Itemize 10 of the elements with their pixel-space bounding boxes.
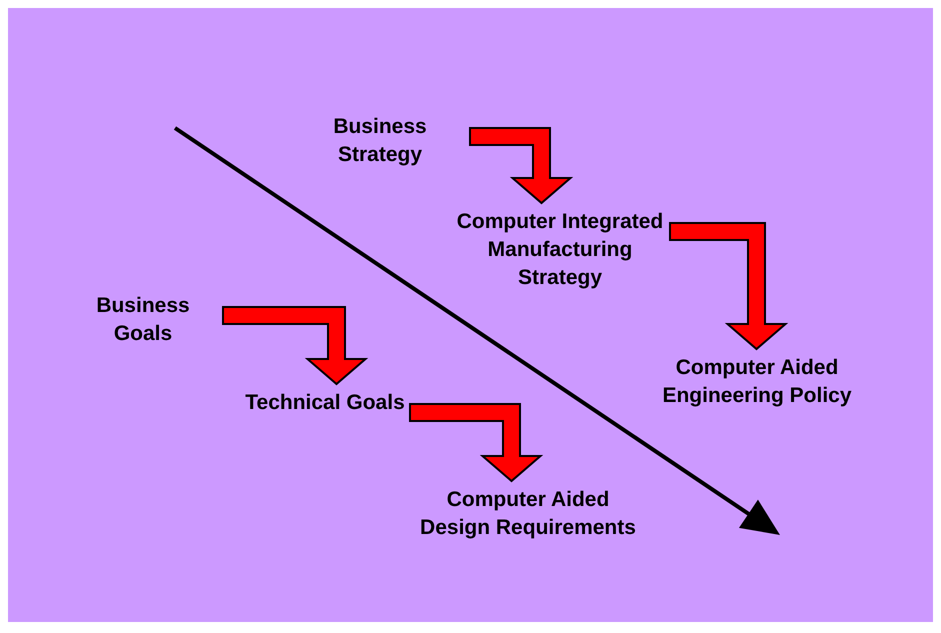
step-label: Computer Integrated Manufacturing Strategy	[455, 208, 665, 292]
step-label: Computer Aided Engineering Policy	[662, 354, 852, 410]
bent-arrow	[222, 306, 368, 386]
step-label: Business Goals	[68, 292, 218, 348]
bent-arrow	[409, 403, 544, 482]
bent-arrow	[469, 127, 574, 204]
step-label: Computer Aided Design Requirements	[413, 486, 643, 542]
bent-arrow	[669, 222, 788, 350]
step-label: Business Strategy	[295, 113, 465, 169]
step-label: Technical Goals	[245, 389, 405, 417]
